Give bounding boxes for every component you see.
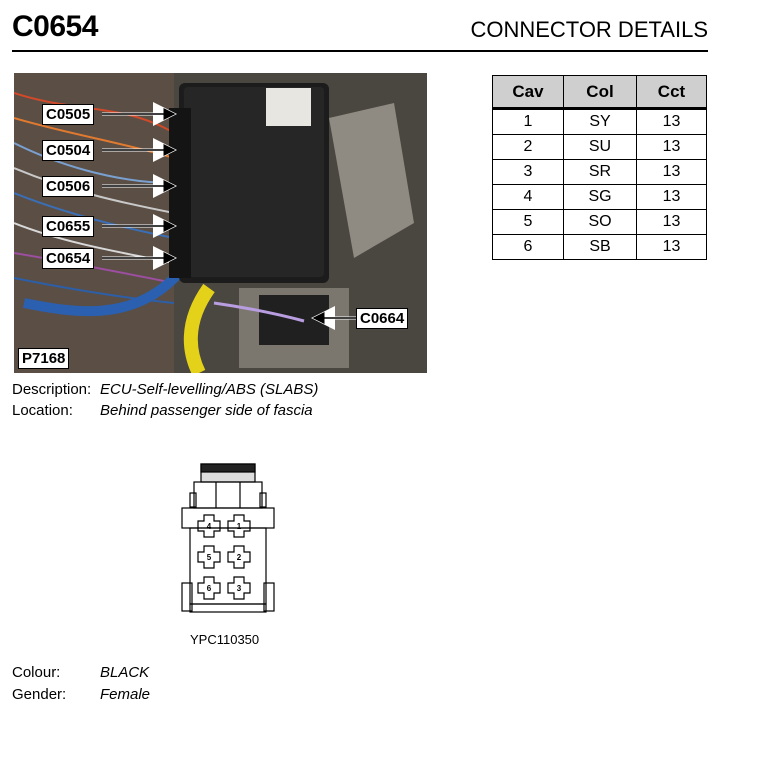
gender-value: Female — [100, 686, 151, 703]
cell-cav: 5 — [492, 209, 564, 235]
title-divider — [12, 50, 708, 52]
photo-reference: P7168 — [18, 348, 70, 369]
cell-cct: 13 — [636, 134, 707, 160]
callout-arrows — [102, 102, 358, 330]
location-line: Location: Behind passenger side of fascia — [12, 402, 313, 419]
col-header-col: Col — [563, 75, 637, 110]
cavity-label-4: 4 — [207, 522, 212, 531]
callout-c0654: C0654 — [42, 248, 95, 269]
table-row: 3 SR 13 — [492, 159, 707, 185]
cell-cct: 13 — [636, 108, 707, 135]
cell-cav: 4 — [492, 184, 564, 210]
cell-cav: 6 — [492, 234, 564, 260]
cell-col: SO — [563, 209, 637, 235]
table-row: 1 SY 13 — [492, 108, 707, 135]
cell-cct: 13 — [636, 209, 707, 235]
colour-value: BLACK — [100, 664, 150, 681]
description-label: Description: — [12, 381, 92, 398]
location-label: Location: — [12, 402, 73, 419]
col-header-cav: Cav — [492, 75, 564, 110]
callout-c0506: C0506 — [42, 176, 95, 197]
cavity-label-6: 6 — [207, 584, 212, 593]
table-row: 2 SU 13 — [492, 134, 707, 160]
location-value: Behind passenger side of fascia — [100, 402, 313, 419]
section-heading: CONNECTOR DETAILS — [470, 17, 708, 42]
connector-face-diagram: 4 1 5 2 6 3 — [181, 463, 275, 613]
cell-cav: 3 — [492, 159, 564, 185]
cell-col: SR — [563, 159, 637, 185]
table-header-row: Cav Col Cct — [492, 75, 707, 110]
cell-col: SG — [563, 184, 637, 210]
cell-col: SU — [563, 134, 637, 160]
part-number: YPC110350 — [190, 632, 260, 647]
cavity-label-2: 2 — [237, 553, 242, 562]
table-row: 5 SO 13 — [492, 209, 707, 235]
cell-col: SY — [563, 108, 637, 135]
table-row: 6 SB 13 — [492, 234, 707, 260]
pin-table: Cav Col Cct 1 SY 13 2 SU 13 3 SR 13 4 SG… — [492, 75, 707, 260]
cell-cct: 13 — [636, 184, 707, 210]
description-line: Description: ECU-Self-levelling/ABS (SLAB… — [12, 381, 318, 398]
callout-c0655: C0655 — [42, 216, 95, 237]
callout-c0505: C0505 — [42, 104, 95, 125]
colour-label: Colour: — [12, 664, 61, 681]
table-row: 4 SG 13 — [492, 184, 707, 210]
callout-c0664: C0664 — [356, 308, 409, 329]
cavity-label-5: 5 — [207, 553, 212, 562]
cell-cct: 13 — [636, 159, 707, 185]
callout-c0504: C0504 — [42, 140, 95, 161]
gender-label: Gender: — [12, 686, 67, 703]
cell-cct: 13 — [636, 234, 707, 260]
cavity-label-1: 1 — [237, 522, 242, 531]
col-header-cct: Cct — [636, 75, 707, 110]
cell-cav: 2 — [492, 134, 564, 160]
cell-col: SB — [563, 234, 637, 260]
location-photo: C0505 C0504 C0506 C0655 C0654 C0664 P716… — [14, 73, 427, 373]
description-value: ECU-Self-levelling/ABS (SLABS) — [100, 381, 319, 398]
colour-line: Colour: BLACK — [12, 664, 149, 681]
cavity-label-3: 3 — [237, 584, 242, 593]
page-title: C0654 — [12, 10, 98, 43]
cell-cav: 1 — [492, 108, 564, 135]
gender-line: Gender: Female — [12, 686, 150, 703]
